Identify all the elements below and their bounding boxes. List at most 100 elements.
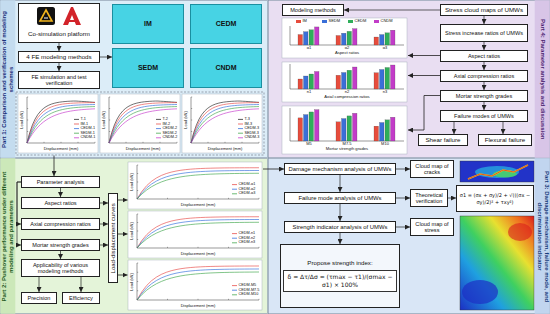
legend-line	[156, 119, 161, 120]
load-curve	[109, 101, 177, 143]
mesh-tile: CEDM	[190, 4, 262, 44]
load-curve	[191, 107, 259, 143]
stress-zone	[462, 280, 498, 304]
legend-line	[238, 128, 243, 129]
legend-label: CEDM-α2	[239, 187, 256, 191]
chart-group-frame	[16, 92, 264, 155]
box-label: CEDM	[214, 20, 239, 28]
legend-label: CEDM-3	[245, 126, 260, 130]
axis-title: Load (kN)	[183, 111, 187, 129]
legend-line	[238, 133, 243, 134]
connector-arrow	[396, 227, 410, 228]
formula-text: σ1 = (σx + σy)/2 + √(((σx − σy)/2)² + τx…	[459, 192, 531, 205]
legend-label: CNDM-1	[81, 135, 96, 139]
bar	[309, 30, 314, 45]
connector-arrow	[100, 224, 108, 225]
load-curve	[137, 220, 259, 249]
legend-label: CEDM-M5	[239, 283, 257, 287]
panel-ground	[0, 0, 267, 157]
axis-title: Displacement (mm)	[126, 147, 161, 151]
software-icon-mark	[44, 18, 48, 19]
load-curve	[27, 101, 95, 143]
legend-line	[232, 238, 237, 239]
connector-arrow	[454, 122, 455, 134]
process-box: Efficiency	[62, 292, 100, 304]
legend-swatch	[374, 20, 379, 23]
connector-arrow	[39, 277, 40, 292]
bar	[315, 72, 320, 90]
crack-line	[468, 165, 528, 179]
software-icons	[36, 6, 82, 26]
box-label: Applicability of various modeling method…	[24, 262, 97, 274]
legend-line	[232, 184, 237, 185]
box-label: Cloud map of cracks	[413, 163, 451, 176]
box-label: 4 FE modeling methods	[26, 54, 91, 61]
process-box: Propose strength index:δ = Δτ/Δσ = (τmax…	[280, 244, 400, 308]
bar	[304, 115, 309, 141]
formula-box: σ1 = (σx + σy)/2 + √(((σx − σy)/2)² + τx…	[456, 185, 534, 212]
panel-strip	[535, 158, 550, 313]
bar	[315, 110, 320, 141]
tick-label: M10	[381, 142, 389, 146]
process-box: FE simulation and test verification	[18, 71, 100, 89]
load-curve	[27, 107, 95, 143]
connector-arrow	[484, 102, 485, 110]
panel-ground	[268, 158, 549, 313]
flow-arrow	[408, 96, 440, 131]
process-box: Axial compression ratios	[440, 70, 528, 82]
bar	[385, 33, 390, 45]
process-box: Mortar strength grades	[440, 90, 528, 102]
load-curve	[137, 272, 259, 300]
legend-label: T-3	[245, 117, 251, 121]
box-label: Mortar strength grades	[32, 242, 88, 248]
legend-line	[232, 294, 237, 295]
panel-ground	[268, 0, 549, 157]
mesh-tile: CNDM	[190, 48, 262, 88]
load-curve	[191, 101, 259, 143]
section-title: Part 1: Comparison and verification of m…	[1, 4, 14, 154]
bar	[374, 73, 379, 89]
panel-strip	[535, 0, 550, 157]
box-label: Strength indicator analysis of UMWs	[293, 224, 388, 231]
box-label: Efficiency	[69, 295, 93, 301]
box-label: Aspect ratios	[468, 53, 500, 59]
chart-axis	[27, 97, 95, 143]
axis-title: Displacement (mm)	[44, 147, 79, 151]
legend-label: T-1	[81, 117, 87, 121]
process-box: Stress increase ratios of UMWs	[440, 24, 528, 42]
box-label: Flexural failure	[485, 137, 526, 144]
bar	[336, 36, 341, 46]
bar	[336, 122, 341, 141]
process-box: Cloud map of cracks	[410, 160, 454, 178]
chart-frame	[128, 211, 262, 258]
axis-title: Load (kN)	[101, 111, 105, 129]
axis-title: Axial compression ratios	[324, 95, 369, 100]
chart-ticks	[27, 97, 95, 143]
process-box: Axial compression ratios	[21, 218, 100, 230]
chart-frame	[128, 162, 262, 209]
panel-strip	[0, 0, 15, 157]
legend-label: CEDM	[355, 19, 367, 23]
load-curve	[27, 103, 95, 143]
legend-label: IM-2	[163, 122, 171, 126]
legend-label: CEDM-n3	[239, 240, 256, 244]
box-label: Co-simulation platform	[28, 31, 90, 38]
axis-title: Load (kN)	[129, 173, 133, 191]
box-label: Stress cloud maps of UMWs	[445, 7, 523, 14]
legend-label: CEDM-α1	[239, 182, 256, 186]
chart-ticks	[137, 165, 259, 199]
process-box: Damage mechanism analysis of UMWs	[284, 163, 396, 175]
load-curve	[137, 266, 259, 300]
bar	[304, 76, 309, 89]
connector-arrow	[484, 62, 485, 70]
bar	[347, 70, 352, 89]
vertical-box: Load-displacement curves	[108, 193, 118, 283]
legend-line	[238, 137, 243, 138]
legend-line	[74, 124, 79, 125]
section-panel: Part 3: Damage mechanism, failure mode, …	[268, 158, 550, 314]
bar	[298, 35, 303, 45]
load-curve	[27, 109, 95, 143]
chart-frame	[182, 94, 262, 153]
load-curve	[137, 171, 259, 200]
